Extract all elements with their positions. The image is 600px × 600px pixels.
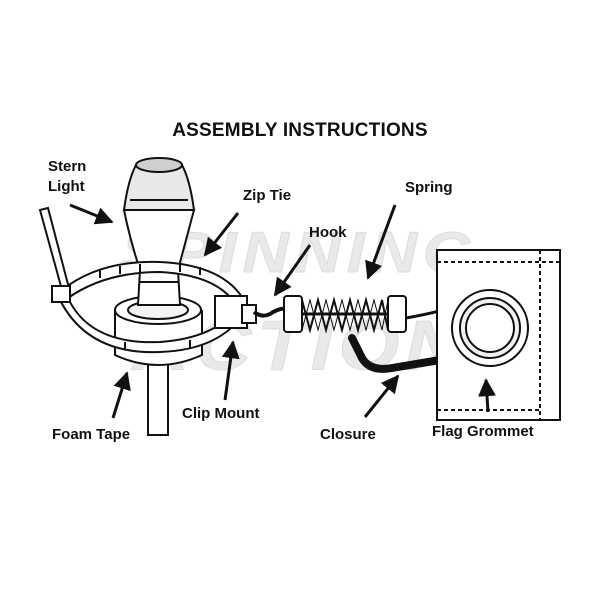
- leader-arrows: [69, 203, 496, 419]
- label-hook: Hook: [309, 224, 347, 241]
- clip-mount-drawing: [214, 295, 257, 329]
- arrow-clip-mount: [221, 340, 240, 401]
- foam-tape-drawing: [114, 295, 203, 366]
- label-foam-tape: Foam Tape: [52, 426, 131, 443]
- spring-drawing: [283, 295, 407, 334]
- label-flag-grommet: Flag Grommet: [432, 423, 534, 440]
- label-stern-light-line-2: Light: [48, 178, 85, 195]
- arrow-flag-grommet: [478, 378, 496, 413]
- label-spring: Spring: [405, 179, 453, 196]
- label-stern-light-line-1: Stern: [48, 158, 87, 175]
- arrow-spring: [365, 204, 397, 280]
- arrow-foam-tape: [111, 371, 131, 419]
- closure-drawing: [348, 334, 444, 373]
- arrow-closure: [363, 374, 400, 418]
- label-closure: Closure: [320, 426, 376, 443]
- arrow-hook: [273, 244, 312, 297]
- label-clip-mount: Clip Mount: [182, 405, 260, 422]
- flag-grommet-drawing: [451, 289, 529, 367]
- arrow-stern-light: [69, 203, 114, 225]
- stern-light-drawing: [122, 157, 196, 306]
- label-zip-tie: Zip Tie: [243, 187, 292, 204]
- arrow-zip-tie: [203, 212, 240, 257]
- page-title: ASSEMBLY INSTRUCTIONS: [172, 120, 428, 141]
